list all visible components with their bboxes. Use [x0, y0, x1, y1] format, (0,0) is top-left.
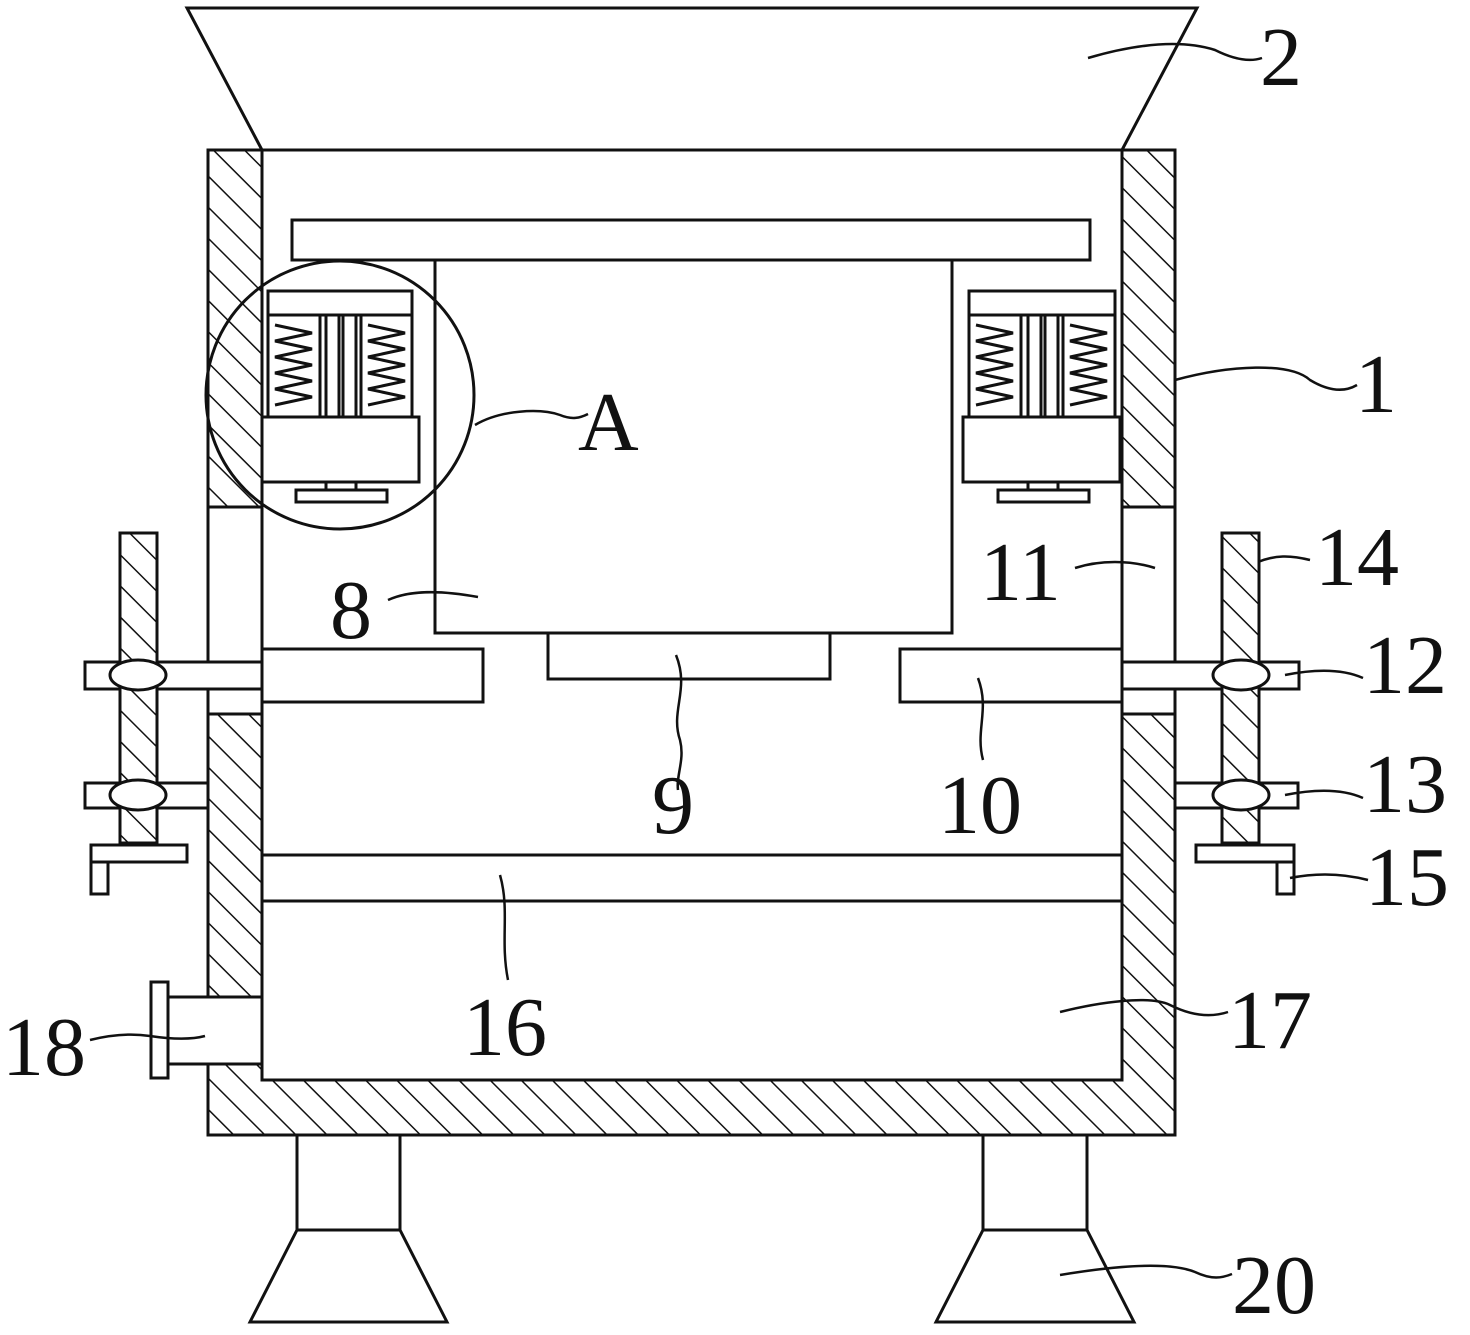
label-12: 12 — [1363, 619, 1447, 712]
feed-hopper — [184, 6, 1200, 151]
filter-plate — [260, 853, 1124, 903]
label-15: 15 — [1365, 831, 1449, 924]
reference-labels: 2 1 A 8 14 11 12 9 10 13 15 16 17 18 20 — [2, 11, 1449, 1332]
right-spring-assembly — [961, 289, 1122, 504]
label-10: 10 — [938, 759, 1022, 852]
left-plate-assembly — [83, 531, 485, 896]
detail-circle-a — [204, 259, 476, 531]
label-14: 14 — [1315, 511, 1399, 604]
support-legs — [247, 1133, 1137, 1324]
label-9: 9 — [652, 759, 694, 852]
label-8: 8 — [330, 564, 372, 657]
top-plate — [290, 218, 1092, 262]
label-1: 1 — [1355, 338, 1397, 431]
label-17: 17 — [1228, 974, 1312, 1067]
label-2: 2 — [1260, 11, 1302, 104]
right-plate-assembly — [898, 531, 1301, 896]
leader-lines — [89, 42, 1369, 1279]
outlet-valve — [149, 980, 264, 1080]
press-block — [546, 631, 832, 681]
label-13: 13 — [1363, 738, 1447, 831]
label-18: 18 — [2, 1001, 86, 1094]
label-16: 16 — [463, 981, 547, 1074]
left-spring-assembly — [260, 289, 421, 504]
label-a: A — [578, 376, 639, 469]
central-crusher-block — [433, 258, 954, 635]
label-20: 20 — [1232, 1239, 1316, 1332]
label-11: 11 — [980, 526, 1061, 619]
